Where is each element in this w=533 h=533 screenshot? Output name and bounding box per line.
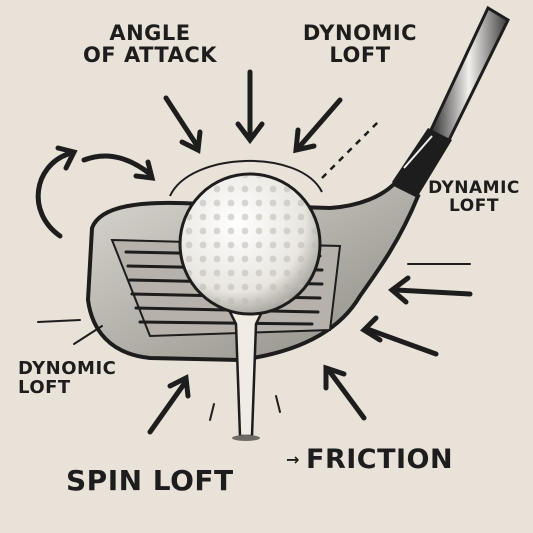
label-dynomic-left-line1: DYNOMIC xyxy=(18,358,117,379)
label-angle-line2: OF ATTACK xyxy=(82,43,218,68)
arrow-curved-left xyxy=(35,145,78,239)
arrow-angle-of-attack xyxy=(163,95,203,154)
label-angle-line1: ANGLE xyxy=(109,21,191,45)
label-dynamic-right-line1: DYNAMIC xyxy=(428,178,520,198)
arrow-lower-left xyxy=(147,374,191,435)
label-dynomic-loft-top: DYNOMIC LOFT xyxy=(292,22,428,66)
label-dynomic-loft-left: DYNOMIC LOFT xyxy=(18,358,138,398)
club-shaft xyxy=(392,5,510,196)
label-dynomic-left-line2: LOFT xyxy=(18,376,71,398)
label-angle-of-attack: ANGLE OF ATTACK xyxy=(72,22,228,66)
dashed-loft-line xyxy=(321,119,381,179)
arrow-lower-right xyxy=(323,364,367,421)
label-dynomic-top-line2: LOFT xyxy=(329,43,391,68)
label-dynamic-loft-right: DYNAMIC LOFT xyxy=(422,178,526,216)
friction-arrow-glyph: → xyxy=(286,450,300,469)
arrow-right-upper xyxy=(388,275,473,305)
arrow-vertical-center xyxy=(235,69,265,145)
arrow-upper-left xyxy=(81,153,156,181)
arc-guide xyxy=(169,159,323,197)
arrow-right-lower xyxy=(360,315,439,357)
label-dynamic-right-line2: LOFT xyxy=(449,195,499,216)
label-dynomic-top-line1: DYNOMIC xyxy=(302,21,418,45)
label-spin-loft: SPIN LOFT xyxy=(66,464,234,497)
label-friction: FRICTION xyxy=(306,444,454,475)
accent-strokes xyxy=(37,263,471,421)
golf-ball xyxy=(178,172,322,316)
arrow-dynomic-loft-top xyxy=(293,97,343,154)
